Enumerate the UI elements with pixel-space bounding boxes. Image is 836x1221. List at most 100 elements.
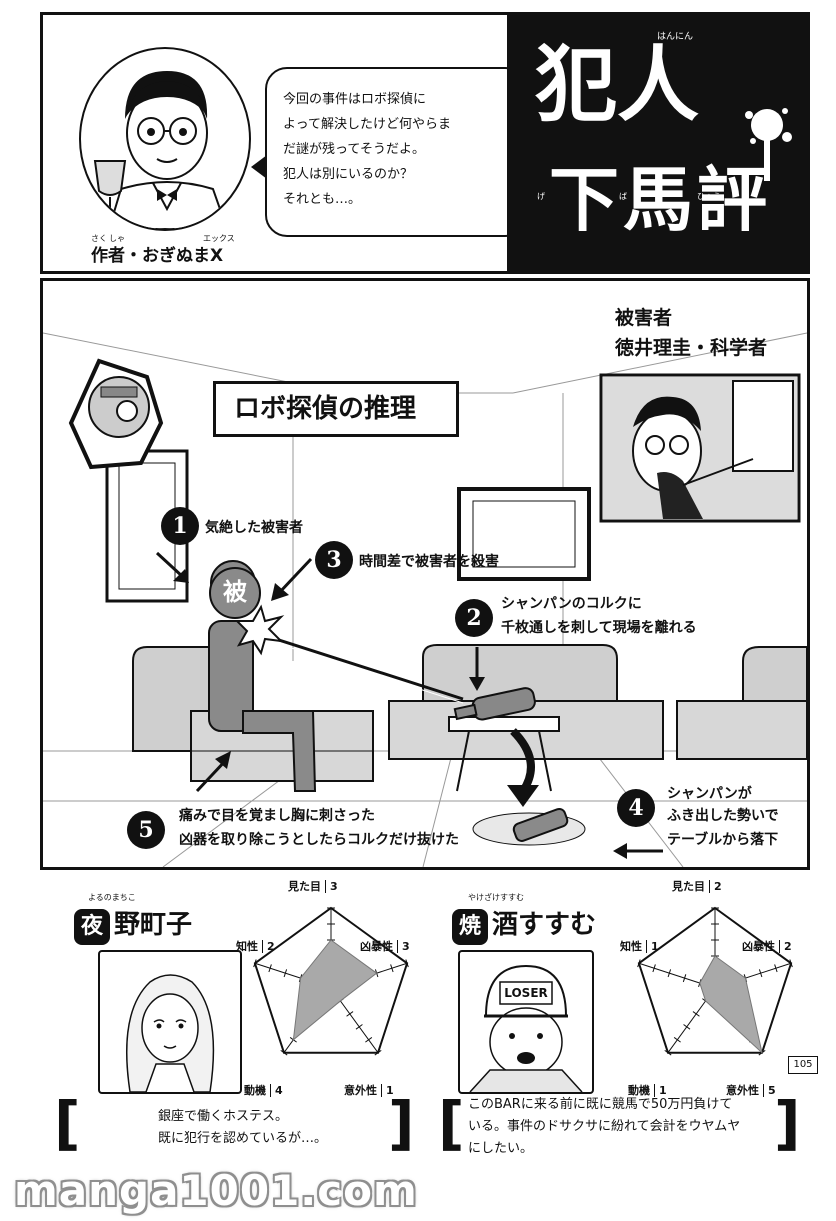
rad2-tick [774, 964, 778, 973]
rad2-tick [683, 1024, 691, 1030]
title-block: はんにん 犯人 下馬評 げ ば ひょう [507, 15, 807, 271]
rad2-tick [637, 959, 641, 968]
title-ruby-top: はんにん [657, 32, 694, 42]
deduction-panel: ロボ探偵の推理 被害者 徳井理圭・科学者 被 1 気絶した被害者 3 時間差で被… [40, 278, 810, 870]
ink-splatter-icon [745, 108, 792, 181]
step-2-caption-line-2: 千枚通しを刺して現場を離れる [501, 620, 697, 636]
victim-marker: 被 [209, 567, 261, 619]
title-line-2: 下馬評 [549, 158, 771, 241]
speech-bubble: 今回の事件はロボ探偵に よって解決したけど何やらま だ謎が残ってそうだよ。 犯人… [265, 67, 527, 237]
suspect-1-drawing [125, 974, 215, 1092]
step-4-caption-line-2: ふき出した勢いで [667, 808, 779, 824]
suspect-2-desc-line-2: いる。事件のドサクサに紛れて会計をウヤムヤ [468, 1119, 741, 1134]
section-title: ロボ探偵の推理 [213, 381, 459, 437]
suspect-2-name-block: 焼酒すすむ [452, 904, 596, 945]
rad1-tick [365, 1037, 373, 1043]
rad2-tick [664, 1049, 672, 1056]
author-ruby-2: しゃ [109, 234, 125, 243]
crime-scene-illustration [43, 332, 807, 867]
suspect-1-badge: 夜 [74, 909, 110, 945]
step-4-caption-line-3: テーブルから落下 [667, 832, 779, 848]
suspect-2-description: このBARに来る前に既に競馬で50万円負けて いる。事件のドサクサに紛れて会計を… [468, 1094, 740, 1158]
suspect-1-description: 銀座で働くホステス。 既に犯行を認めているが…。 [158, 1106, 327, 1150]
author-ruby-3: エックス [203, 234, 235, 243]
suspect-1-name: 野町子 [114, 910, 193, 940]
rad1-tick [390, 964, 394, 973]
watermark: manga1001.com [14, 1166, 418, 1215]
rad1-tick [355, 1024, 363, 1030]
suspect-1-radar-chart [253, 906, 409, 1056]
author-ruby-1: さく [91, 234, 107, 243]
rad2-tick [758, 969, 763, 978]
author-drawing [93, 71, 229, 229]
author-label: 作者・おぎぬまX [91, 246, 224, 266]
speech-line-2: よって解決したけど何やらま [283, 117, 451, 132]
rad1-tick [280, 1049, 288, 1056]
suspect-1-ruby: よるのまちこ [88, 893, 136, 902]
suspect-2-desc-line-1: このBARに来る前に既に競馬で50万円負けて [468, 1097, 733, 1112]
suspect-2-badge: 焼 [452, 909, 488, 945]
suspect-1-name-block: 夜野町子 [74, 904, 192, 945]
step-3-number: 3 [315, 541, 353, 579]
suspect-2-drawing [469, 964, 583, 1092]
suspect-1-bracket-right: ] [388, 1089, 415, 1157]
suspect-1-desc-line-2: 既に犯行を認めているが…。 [158, 1131, 328, 1146]
step-4-number: 4 [617, 789, 655, 827]
title-ruby-side-3: ひょう [697, 192, 721, 201]
title-ruby-side-2: ば [619, 192, 627, 201]
suspect-2-name: 酒すすむ [492, 910, 597, 940]
title-ruby-side-1: げ [537, 192, 545, 201]
rad2-tick [652, 964, 656, 973]
step-1-caption: 気絶した被害者 [205, 520, 303, 536]
rad2-tick [667, 969, 672, 978]
rad1-tick [374, 1049, 382, 1056]
step-5-caption-line-1: 痛みで目を覚まし胸に刺さった [179, 808, 375, 824]
step-2-number: 2 [455, 599, 493, 637]
suspect-2-radar-chart [637, 906, 793, 1056]
speech-line-3: だ謎が残ってそうだよ。 [283, 142, 425, 157]
rad1-tick [283, 969, 288, 978]
suspect-2-bracket-right: ] [774, 1089, 801, 1157]
rad2-tick [673, 1037, 681, 1043]
rad2-tick [789, 959, 793, 968]
suspect-1-portrait [98, 950, 242, 1094]
speech-line-4: 犯人は別にいるのか？ [283, 167, 414, 182]
speech-bubble-tail [251, 155, 267, 179]
step-4-caption-line-1: シャンパンが [667, 786, 752, 802]
step-2-caption-line-1: シャンパンのコルクに [501, 596, 642, 612]
rad2-value-area [699, 955, 763, 1055]
rad2-tick [682, 974, 687, 983]
rad1-value-area [292, 939, 378, 1041]
victim-label: 被害者 徳井理圭・科学者 [615, 303, 767, 363]
victim-label-name: 徳井理圭・科学者 [615, 337, 768, 359]
suspect-1-bracket-left: [ [54, 1089, 81, 1157]
step-5-caption-line-2: 凶器を取り除こうとしたらコルクだけ抜けた [179, 832, 459, 848]
title-line-1: 犯人 [535, 37, 700, 133]
step-1-number: 1 [161, 507, 199, 545]
suspect-2-desc-line-3: にしたい。 [468, 1141, 534, 1156]
speech-line-1: 今回の事件はロボ探偵に [283, 92, 427, 107]
speech-line-5: それとも…。 [283, 192, 362, 207]
step-5-number: 5 [127, 811, 165, 849]
suspect-2-cap-text: LOSER [504, 986, 548, 1000]
suspect-2-bracket-left: [ [438, 1089, 465, 1157]
suspect-1-desc-line-1: 銀座で働くホステス。 [158, 1109, 289, 1124]
rad1-tick [253, 959, 257, 968]
header-panel: さく しゃ エックス 作者・おぎぬまX 今回の事件はロボ探偵に よって解決したけ… [40, 12, 810, 274]
author-portrait [79, 47, 251, 231]
rad1-tick [405, 959, 409, 968]
step-3-caption: 時間差で被害者を殺害 [359, 554, 499, 570]
rad1-tick [268, 964, 272, 973]
